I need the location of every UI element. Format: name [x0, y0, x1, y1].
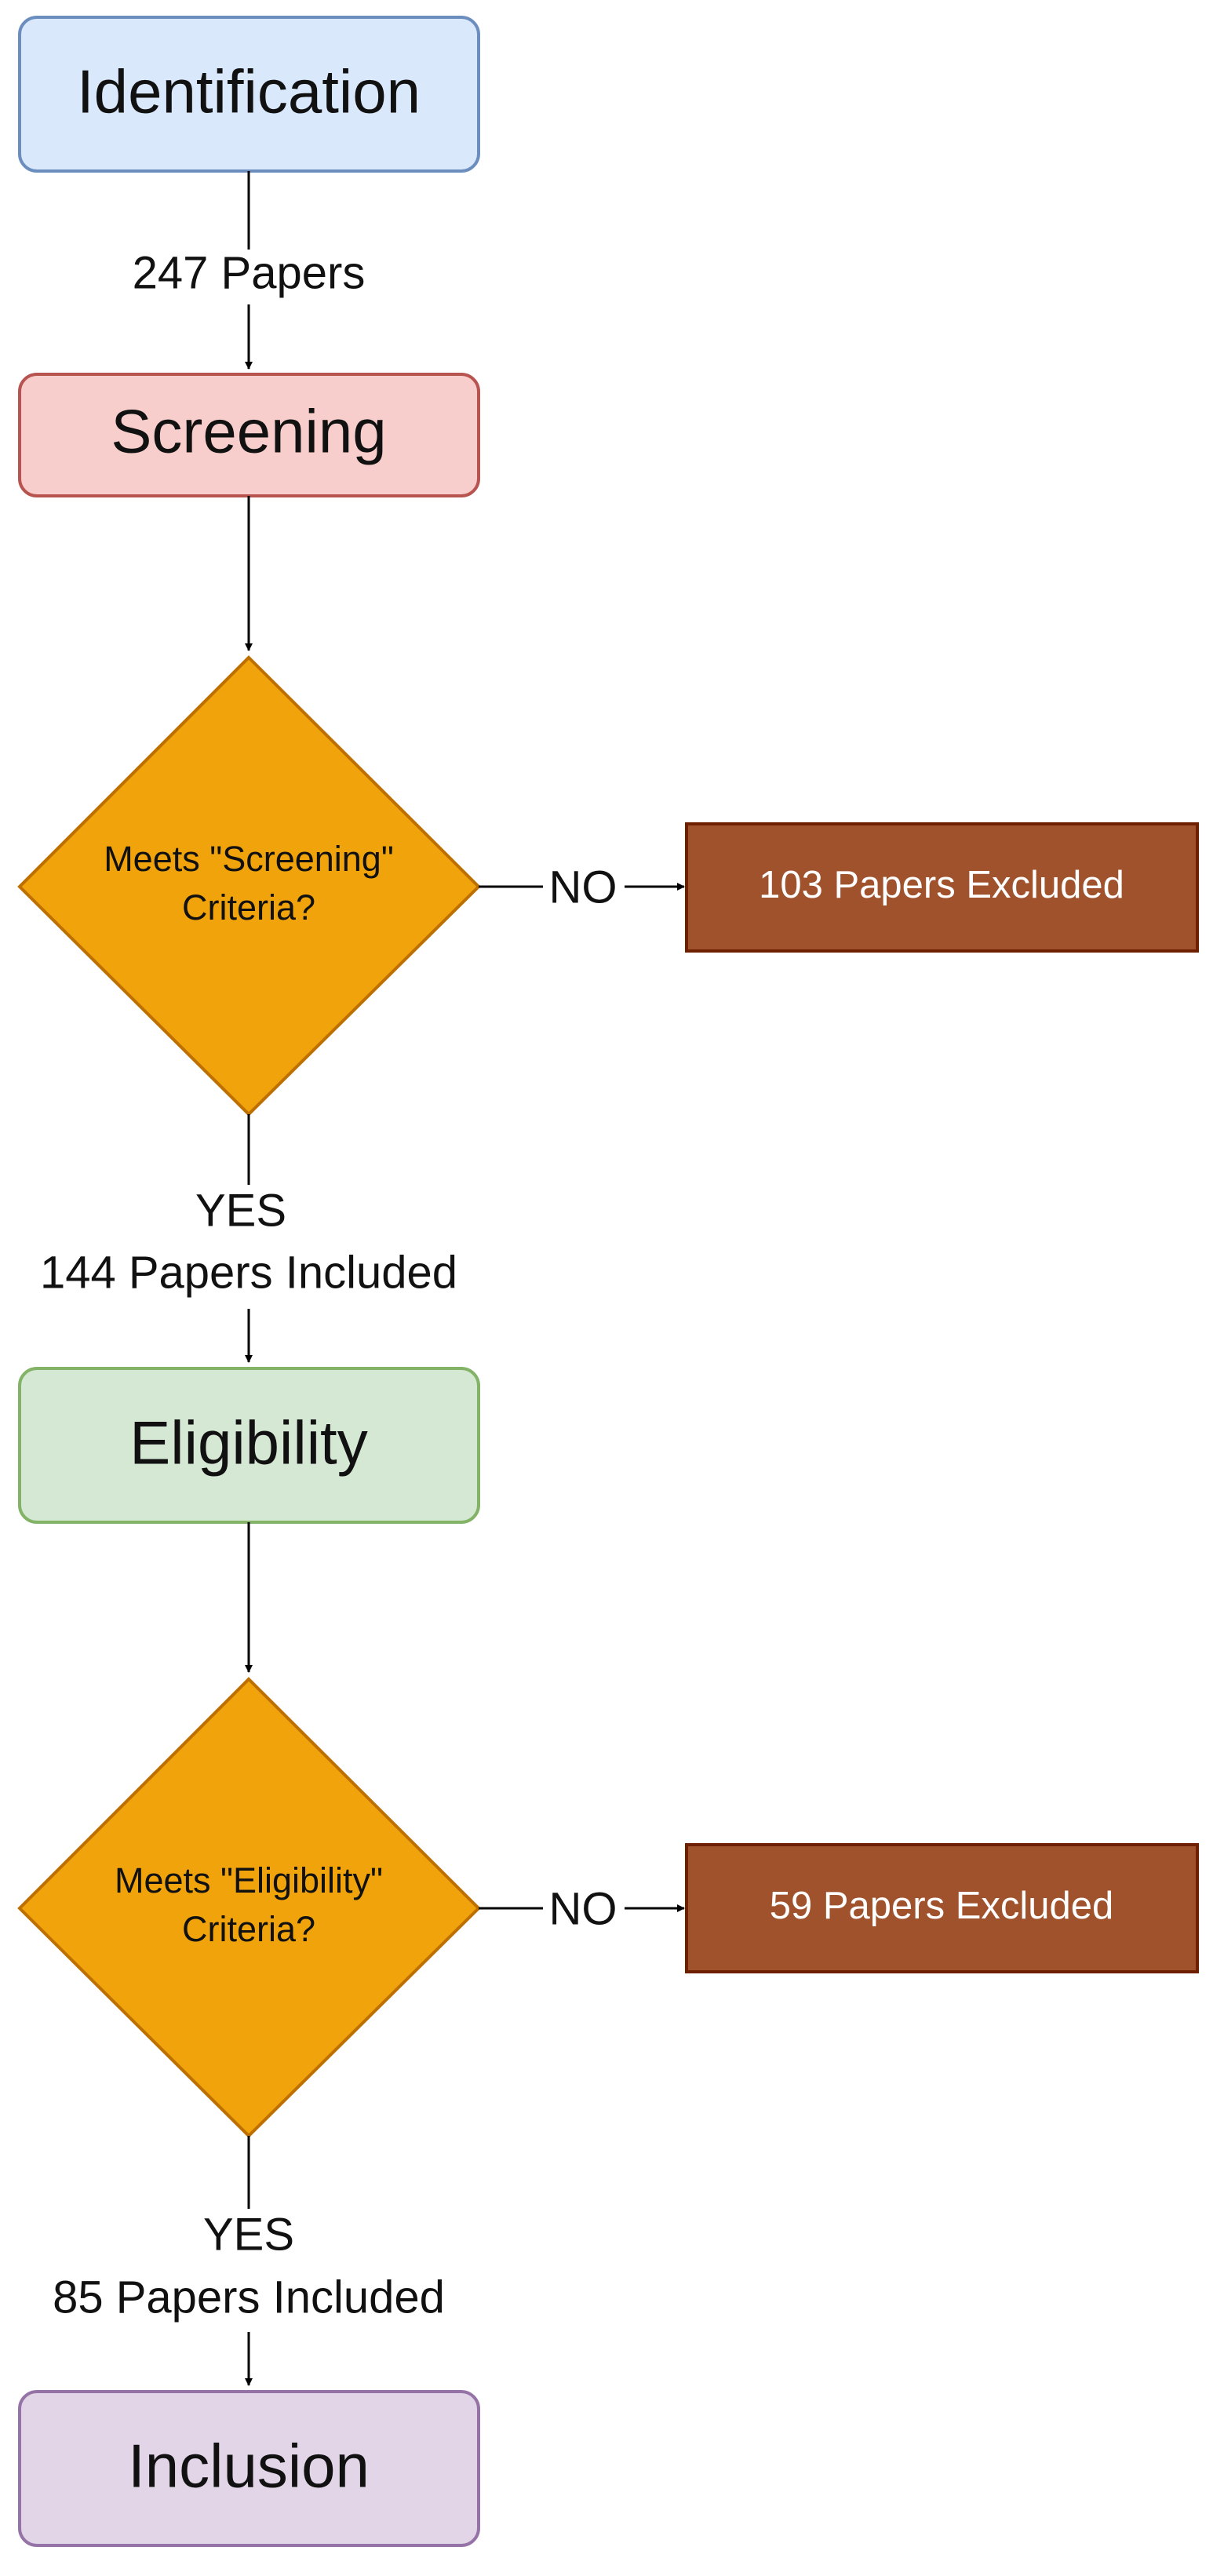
eligibility-decision-line1: Meets "Eligibility" — [115, 1860, 383, 1900]
screening-decision-line1: Meets "Screening" — [104, 839, 394, 879]
eligibility-excluded-label: 59 Papers Excluded — [770, 1885, 1114, 1927]
eligibility-excluded-box — [685, 1843, 1199, 1973]
eligibility-decision-diamond — [17, 1677, 481, 2138]
eligibility-decision-line2: Criteria? — [182, 1909, 315, 1949]
eligibility-included-label: 85 Papers Included — [53, 2272, 445, 2323]
inclusion-node: Inclusion — [18, 2390, 480, 2547]
screening-decision-node: Meets "Screening" Criteria? — [17, 655, 481, 1117]
edge-screening-yes: YES 144 Papers Included — [40, 1114, 457, 1363]
eligibility-label: Eligibility — [129, 1408, 367, 1477]
screening-included-label: 144 Papers Included — [40, 1247, 457, 1298]
inclusion-label: Inclusion — [128, 2432, 370, 2501]
screening-label: Screening — [111, 397, 386, 466]
edge-eligibility-no: NO — [479, 1883, 685, 1934]
screening-no-label: NO — [549, 862, 617, 913]
screening-excluded-label: 103 Papers Excluded — [759, 864, 1124, 906]
edge-screening-no: NO — [479, 862, 685, 913]
eligibility-no-label: NO — [549, 1883, 617, 1934]
identification-label: Identification — [77, 57, 421, 126]
screening-yes-label: YES — [195, 1185, 286, 1236]
eligibility-node: Eligibility — [18, 1367, 480, 1524]
identification-node: Identification — [18, 16, 480, 173]
eligibility-decision-node: Meets "Eligibility" Criteria? — [17, 1677, 481, 2138]
inclusion-box — [18, 2390, 480, 2547]
screening-excluded-box — [685, 822, 1199, 953]
edge-identification-screening: 247 Papers — [133, 171, 366, 370]
edge-eligibility-yes: YES 85 Papers Included — [53, 2136, 445, 2386]
eligibility-yes-label: YES — [203, 2209, 294, 2260]
screening-excluded-node: 103 Papers Excluded — [685, 822, 1199, 953]
eligibility-excluded-node: 59 Papers Excluded — [685, 1843, 1199, 1973]
screening-node: Screening — [18, 373, 480, 497]
screening-decision-line2: Criteria? — [182, 887, 315, 927]
screening-decision-diamond — [17, 655, 481, 1117]
edge-label-247-papers: 247 Papers — [133, 247, 366, 298]
